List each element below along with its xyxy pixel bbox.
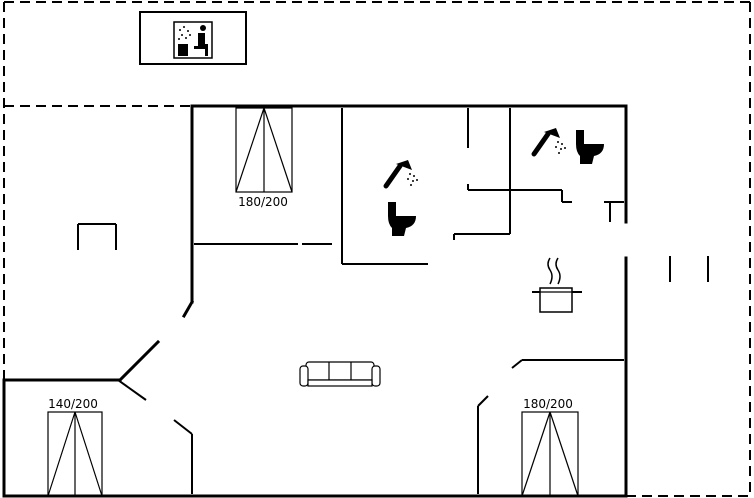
- outdoor-bench: [77, 223, 117, 250]
- kitchen-pot-icon: [532, 257, 582, 313]
- shower-icon: [383, 160, 418, 189]
- bed-left: [47, 411, 103, 497]
- interior-walls: [117, 108, 624, 494]
- bed-size-label: 180/200: [523, 397, 573, 411]
- toilet-icon: [576, 130, 604, 164]
- sauna-icon: [173, 21, 213, 59]
- bed-right: [521, 411, 579, 497]
- sauna-room: [139, 11, 247, 65]
- outdoor-posts: [669, 256, 709, 282]
- bed-size-label: 140/200: [48, 397, 98, 411]
- sofa-icon: [299, 361, 381, 387]
- bed-top: [235, 107, 293, 193]
- bed-size-label: 180/200: [238, 195, 288, 209]
- toilet-icon: [388, 202, 416, 236]
- exterior-walls: [2, 104, 628, 498]
- shower-icon: [531, 128, 566, 157]
